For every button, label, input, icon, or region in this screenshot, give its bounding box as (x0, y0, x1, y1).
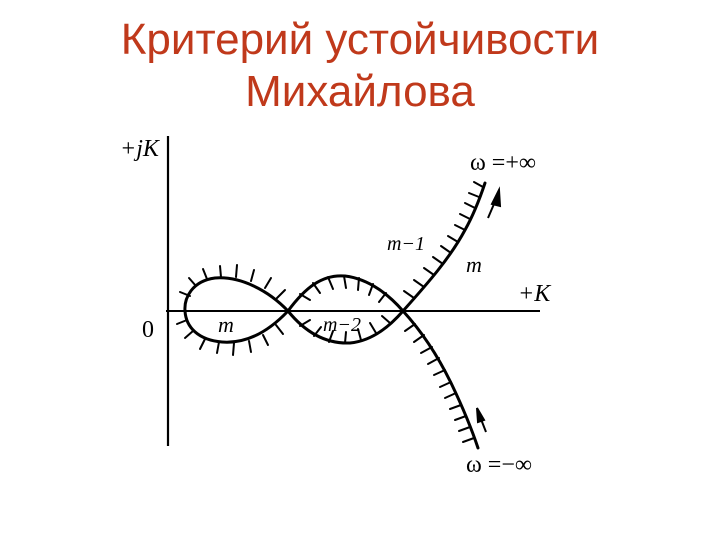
arrow-down-head (476, 407, 486, 424)
omega-plus-infinity-label: ω =+∞ (470, 150, 536, 176)
slide-title: Критерий устойчивости Михайлова (0, 14, 720, 118)
region-label-left-loop: m (218, 312, 234, 337)
origin-label: 0 (142, 317, 154, 343)
axes (166, 136, 540, 446)
hatching (176, 181, 484, 443)
title-line-2: Михайлова (245, 67, 475, 116)
omega-minus-infinity-label: ω =−∞ (466, 452, 532, 478)
direction-arrows (476, 186, 502, 433)
y-axis-label: +jK (120, 136, 161, 162)
region-label-middle-loop: m−2 (323, 314, 361, 336)
upper-branch (401, 181, 487, 313)
left-loop (183, 276, 290, 344)
arrow-up-head (490, 186, 502, 208)
title-line-1: Критерий устойчивости (120, 15, 600, 64)
region-label-upper-right: m (466, 252, 482, 277)
region-label-upper-left: m−1 (387, 233, 425, 255)
hodograph-curve (183, 181, 487, 450)
lower-branch (401, 309, 480, 450)
x-axis-label: +K (518, 281, 552, 307)
